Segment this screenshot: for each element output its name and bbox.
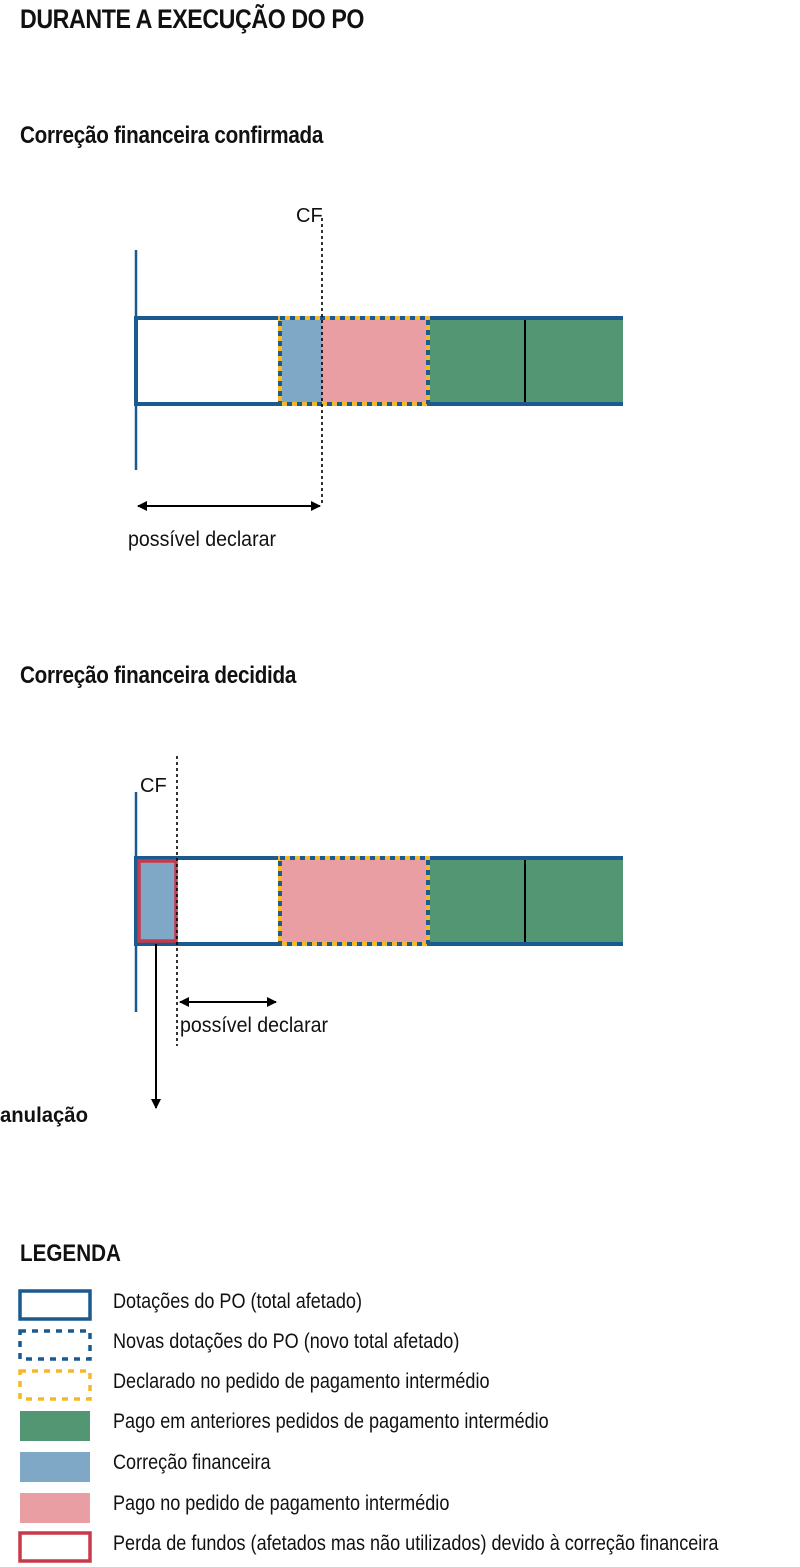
section-title-confirmed: Correção financeira confirmada	[20, 122, 324, 149]
legend-item: Pago no pedido de pagamento intermédio	[18, 1490, 788, 1524]
red-outline-swatch	[18, 1531, 92, 1563]
cancellation-label: anulação	[0, 1104, 88, 1127]
legend-item: Pago em anteriores pedidos de pagamento …	[18, 1408, 788, 1442]
legend-item: Correção financeira	[18, 1449, 788, 1483]
declare-label: possível declarar	[128, 528, 276, 551]
section-title-decided: Correção financeira decidida	[20, 662, 297, 689]
legend-item: Novas dotações do PO (novo total afetado…	[18, 1328, 788, 1362]
paid-current-segment	[322, 318, 428, 404]
legend-label: Novas dotações do PO (novo total afetado…	[113, 1330, 460, 1353]
legend-label: Pago no pedido de pagamento intermédio	[113, 1492, 450, 1515]
paid-current-segment	[280, 858, 428, 944]
legend-label: Pago em anteriores pedidos de pagamento …	[113, 1410, 549, 1433]
dashed-yellow-outline-swatch	[18, 1369, 92, 1401]
declare-label: possível declarar	[180, 1014, 328, 1037]
legend-title: LEGENDA	[20, 1240, 121, 1267]
legend-label: Perda de fundos (afetados mas não utiliz…	[113, 1532, 719, 1555]
legend-label: Correção financeira	[113, 1451, 271, 1474]
financial-correction-segment	[280, 318, 322, 404]
diagram-canvas: CF possível declarar CF possível declara…	[0, 205, 623, 1127]
declared-dashed-outline	[278, 316, 430, 406]
loss-of-funds-segment	[137, 859, 178, 943]
lightblue-fill-swatch	[20, 1452, 90, 1482]
solid-blue-outline-swatch	[18, 1289, 92, 1321]
diagram-decided: CF possível declarar anulação	[0, 756, 623, 1127]
declared-dashed-outline	[278, 856, 430, 946]
pink-fill-swatch	[20, 1493, 90, 1523]
page-title: DURANTE A EXECUÇÃO DO PO	[20, 4, 365, 34]
legend-label: Declarado no pedido de pagamento intermé…	[113, 1370, 490, 1393]
legend-item: Declarado no pedido de pagamento intermé…	[18, 1368, 788, 1402]
legend-item: Dotações do PO (total afetado)	[18, 1288, 788, 1322]
green-fill-swatch	[20, 1411, 90, 1441]
legend-label: Dotações do PO (total afetado)	[113, 1290, 362, 1313]
legend-item: Perda de fundos (afetados mas não utiliz…	[18, 1530, 788, 1564]
cf-label: CF	[140, 775, 167, 797]
diagram-confirmed: CF possível declarar	[128, 205, 623, 551]
dashed-blue-outline-swatch	[18, 1329, 92, 1361]
cf-label: CF	[296, 205, 323, 227]
